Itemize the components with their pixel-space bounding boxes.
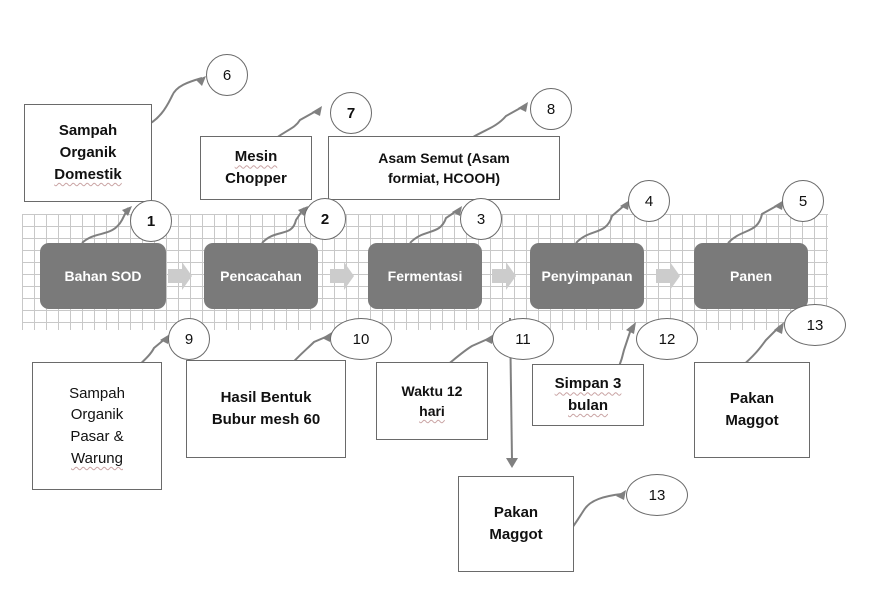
step-label: Panen bbox=[729, 268, 772, 284]
output-box-pakan-maggot: Pakan Maggot bbox=[694, 362, 810, 458]
box-line: bulan bbox=[568, 397, 608, 414]
box-line: Pakan bbox=[729, 390, 775, 408]
number-circle-5: 5 bbox=[782, 180, 824, 222]
connector-6 bbox=[139, 77, 203, 129]
flow-arrow bbox=[330, 262, 354, 290]
arrowhead bbox=[620, 200, 630, 210]
number-circle-6: 6 bbox=[206, 54, 248, 96]
input-box-sampah-organik-domestik: Sampah Organik Domestik bbox=[24, 104, 152, 202]
box-line: Sampah bbox=[58, 122, 118, 140]
number-circle-8: 8 bbox=[530, 88, 572, 130]
output-box-simpan: Simpan 3 bulan bbox=[532, 364, 644, 426]
flow-arrow bbox=[492, 262, 516, 290]
box-line: Maggot bbox=[489, 526, 543, 543]
arrowhead bbox=[122, 206, 132, 216]
input-box-asam-semut: Asam Semut (Asam formiat, HCOOH) bbox=[328, 136, 560, 200]
box-line: Warung bbox=[71, 449, 123, 467]
box-line: Sampah bbox=[69, 384, 125, 402]
box-line: Pasar & bbox=[70, 428, 124, 445]
arrowhead bbox=[160, 334, 170, 344]
step-label: Fermentasi bbox=[387, 268, 463, 284]
arrowhead bbox=[452, 206, 462, 216]
output-box-sampah-organik-pasar: Sampah Organik Pasar & Warung bbox=[32, 362, 162, 490]
box-line: Maggot bbox=[725, 412, 779, 429]
box-line: Pakan bbox=[493, 504, 539, 522]
arrowhead bbox=[322, 332, 332, 342]
arrowhead bbox=[616, 490, 626, 500]
output-box-hasil-bentuk: Hasil Bentuk Bubur mesh 60 bbox=[186, 360, 346, 458]
arrowhead bbox=[626, 322, 636, 334]
step-label: Pencacahan bbox=[220, 268, 302, 284]
step-penyimpanan: Penyimpanan bbox=[530, 243, 644, 309]
box-line: Bubur mesh 60 bbox=[211, 411, 321, 428]
flow-arrow bbox=[656, 262, 680, 290]
flow-arrow bbox=[168, 262, 192, 290]
arrowhead bbox=[484, 334, 494, 344]
number-circle-13: 13 bbox=[784, 304, 846, 346]
number-circle-1: 1 bbox=[130, 200, 172, 242]
box-line: Domestik bbox=[54, 165, 122, 183]
step-label: Penyimpanan bbox=[541, 268, 633, 284]
number-circle-9: 9 bbox=[168, 318, 210, 360]
arrowhead bbox=[196, 76, 206, 86]
connector-5 bbox=[727, 203, 781, 244]
step-fermentasi: Fermentasi bbox=[368, 243, 482, 309]
step-pencacahan: Pencacahan bbox=[204, 243, 318, 309]
number-circle-10: 10 bbox=[330, 318, 392, 360]
box-line: Asam Semut (Asam bbox=[378, 149, 510, 166]
drop-arrowhead bbox=[506, 458, 518, 468]
box-line: Simpan 3 bbox=[554, 375, 622, 393]
box-line: Mesin bbox=[234, 148, 278, 166]
arrowhead bbox=[312, 106, 322, 116]
arrowhead bbox=[518, 102, 528, 112]
connector-1 bbox=[81, 207, 129, 244]
arrowhead bbox=[774, 322, 784, 334]
box-line: Hasil Bentuk bbox=[220, 389, 312, 407]
number-circle-3: 3 bbox=[460, 198, 502, 240]
connector-2 bbox=[261, 207, 305, 244]
box-line: formiat, HCOOH) bbox=[388, 170, 500, 186]
number-circle-7: 7 bbox=[330, 92, 372, 134]
step-bahan-sod: Bahan SOD bbox=[40, 243, 166, 309]
input-box-mesin-chopper: Mesin Chopper bbox=[200, 136, 312, 200]
number-circle-13b: 13 bbox=[626, 474, 688, 516]
number-circle-4: 4 bbox=[628, 180, 670, 222]
box-line: hari bbox=[419, 403, 445, 419]
connector-4 bbox=[575, 203, 627, 244]
number-circle-11: 11 bbox=[492, 318, 554, 360]
box-line: Organik bbox=[59, 144, 117, 162]
output-box-waktu: Waktu 12 hari bbox=[376, 362, 488, 440]
step-label: Bahan SOD bbox=[64, 268, 142, 284]
connector-3 bbox=[409, 209, 459, 244]
box-line: Waktu 12 bbox=[401, 382, 463, 399]
number-circle-2: 2 bbox=[304, 198, 346, 240]
extra-output-box-pakan-maggot: Pakan Maggot bbox=[458, 476, 574, 572]
arrowhead bbox=[774, 200, 784, 210]
box-line: Chopper bbox=[225, 170, 287, 187]
number-circle-12: 12 bbox=[636, 318, 698, 360]
step-panen: Panen bbox=[694, 243, 808, 309]
box-line: Organik bbox=[70, 406, 124, 424]
